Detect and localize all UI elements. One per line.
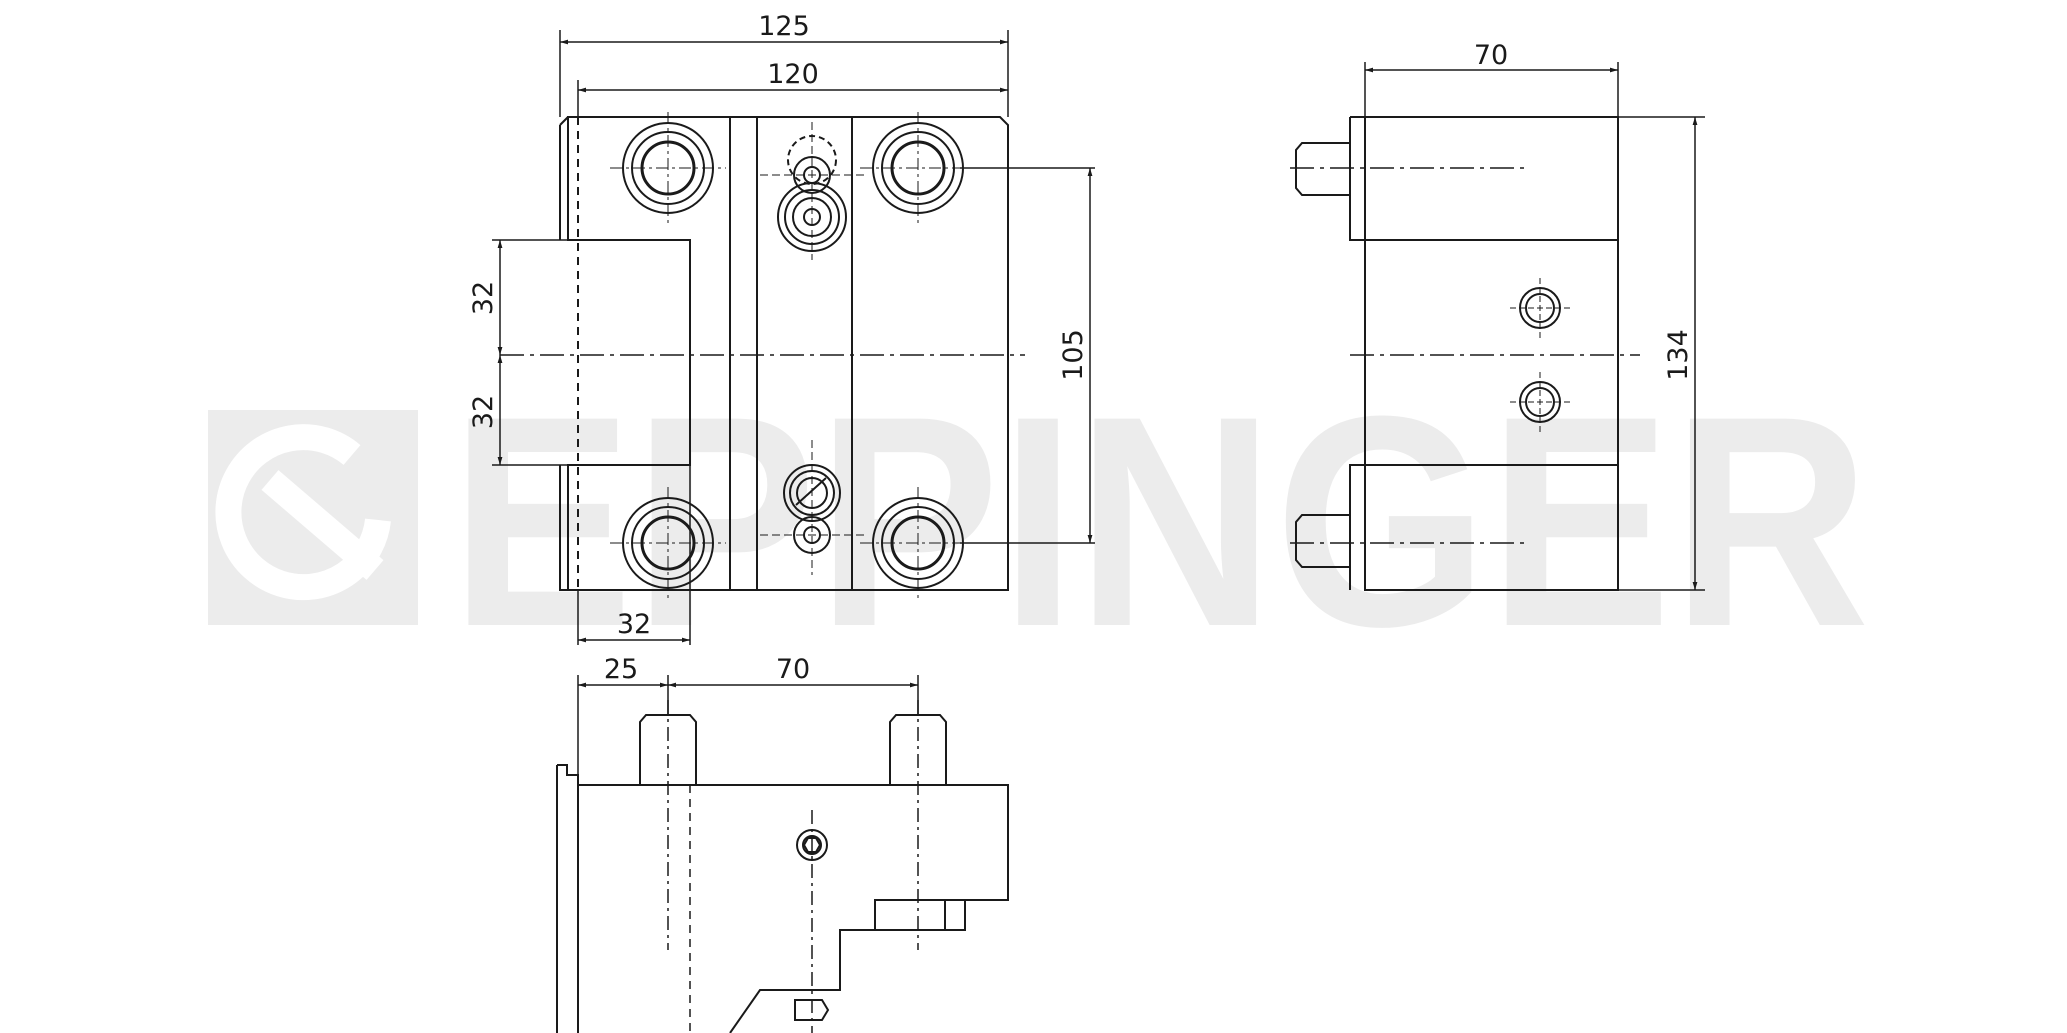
- dimension-labels: 125 120 32 32 105 32 70 134 25 70: [468, 11, 1694, 685]
- side-stud-bottom: [1295, 514, 1350, 568]
- dim-label-25: 25: [604, 654, 638, 685]
- side-pin-bottom: [1349, 464, 1618, 590]
- bottom-view-outline: [556, 764, 1009, 1033]
- dim-label-125: 125: [758, 11, 810, 42]
- watermark-brand: EPPINGER: [450, 353, 1870, 689]
- side-view-body: [1364, 116, 1619, 591]
- front-left-edge: [559, 116, 569, 126]
- watermark-logo-mark: [215, 424, 391, 601]
- dim-label-105: 105: [1058, 329, 1089, 381]
- bottom-set-screw: [796, 829, 828, 861]
- front-view: [492, 30, 1095, 645]
- dim-label-32-depth: 32: [617, 609, 651, 640]
- side-view: [1290, 62, 1705, 591]
- dim-label-120: 120: [767, 59, 819, 90]
- counterbore-hole-bottom-left: [610, 487, 726, 599]
- bottom-view: [556, 675, 1009, 1033]
- dim-label-32-upper: 32: [468, 281, 499, 315]
- bottom-foot: [874, 899, 966, 931]
- dim-label-70-bottom: 70: [776, 654, 810, 685]
- adjustment-screw-top: [760, 122, 864, 260]
- dim-label-32-lower: 32: [468, 395, 499, 429]
- side-pin-top: [1349, 117, 1618, 241]
- bottom-grub-screw: [794, 999, 830, 1021]
- eppinger-watermark: EPPINGER: [208, 353, 1870, 689]
- front-view-outline: [567, 116, 1009, 591]
- counterbore-hole-top-left: [610, 112, 726, 224]
- side-stud-top: [1295, 142, 1350, 196]
- side-hole-upper: [1510, 278, 1570, 338]
- adjustment-screw-bottom: [760, 440, 864, 575]
- side-hole-lower: [1510, 372, 1570, 432]
- counterbore-hole-top-right: [860, 112, 976, 224]
- dim-label-134: 134: [1663, 329, 1694, 381]
- dim-label-70-side: 70: [1474, 40, 1508, 71]
